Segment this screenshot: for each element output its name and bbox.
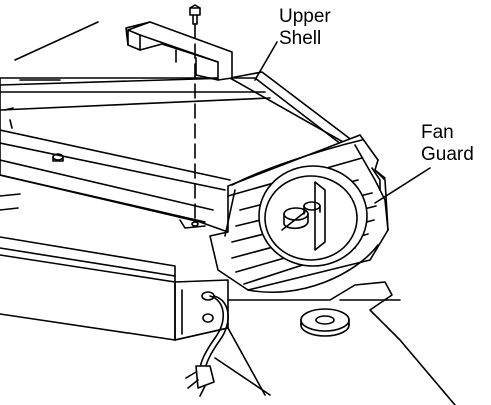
stand-plate (214, 281, 456, 405)
upper-shell-body (0, 21, 386, 233)
fan-guard-label: Fan Guard (421, 122, 474, 166)
carry-handle (125, 21, 233, 81)
fan-guard (209, 134, 389, 294)
upper-shell-label: Upper Shell (279, 6, 331, 50)
fan-guard-leader (374, 167, 431, 204)
upper-shell-label-line2: Shell (279, 28, 322, 49)
fan-guard-label-line1: Fan (421, 122, 454, 143)
power-cord (185, 291, 229, 397)
fan-guard-label-line2: Guard (421, 144, 474, 165)
upper-shell-label-line1: Upper (279, 6, 331, 27)
upper-shell-leader (254, 41, 278, 81)
mounting-screw (189, 4, 201, 227)
lower-base (0, 193, 229, 341)
rubber-foot (300, 308, 350, 337)
leader-lines (254, 41, 431, 204)
